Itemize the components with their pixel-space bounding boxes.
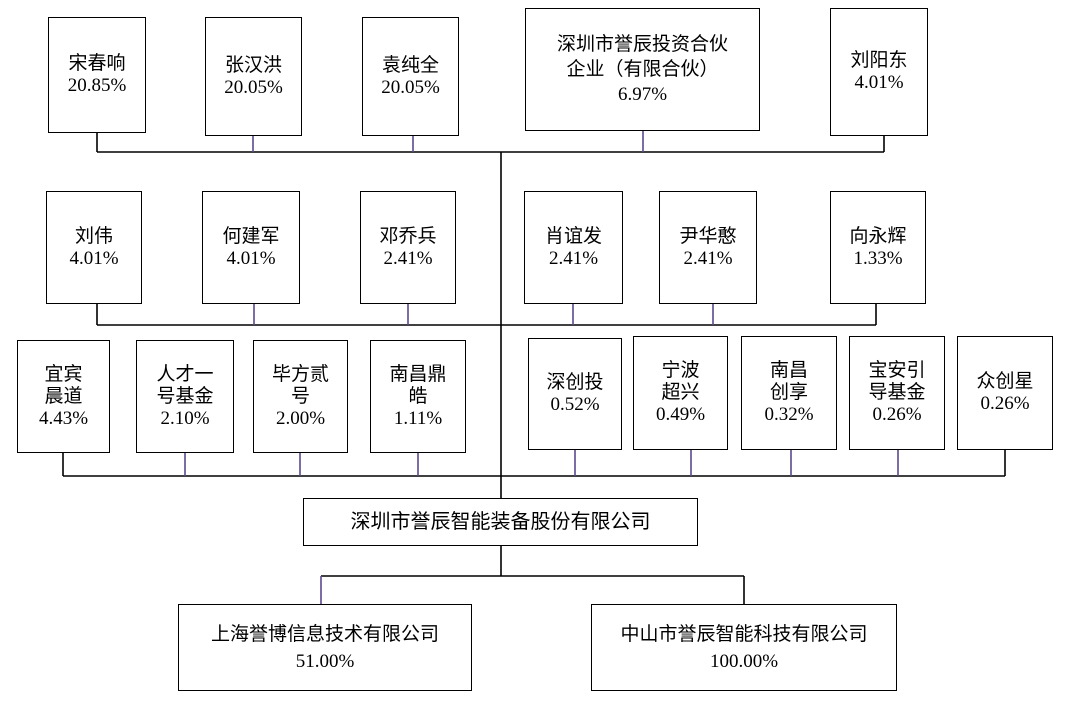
shareholder-name: 毕方贰 号 <box>271 363 329 407</box>
shareholder-pct: 4.01% <box>69 247 119 269</box>
shareholder-name: 肖谊发 <box>544 225 602 247</box>
shareholder-pct: 2.41% <box>548 247 599 269</box>
shareholder-box: 刘伟 4.01% <box>46 191 142 304</box>
subsidiary-name: 上海誉博信息技术有限公司 <box>210 623 439 645</box>
shareholder-box: 邓乔兵 2.41% <box>360 191 456 304</box>
shareholder-name: 深创投 <box>546 372 604 393</box>
shareholder-name: 宝安引 导基金 <box>868 360 926 403</box>
shareholder-box: 深圳市誉辰投资合伙 企业（有限合伙） 6.97% <box>525 8 760 131</box>
shareholder-pct: 4.01% <box>226 247 276 269</box>
shareholder-box: 肖谊发 2.41% <box>524 191 623 304</box>
shareholder-pct: 20.05% <box>381 76 440 98</box>
shareholder-box: 刘阳东 4.01% <box>830 8 928 136</box>
shareholder-name: 邓乔兵 <box>379 225 437 247</box>
shareholder-box: 毕方贰 号 2.00% <box>253 340 348 453</box>
shareholder-pct: 4.43% <box>38 407 89 429</box>
company-box: 深圳市誉辰智能装备股份有限公司 <box>303 498 698 546</box>
shareholder-pct: 0.26% <box>872 404 922 425</box>
shareholder-name: 宜宾 晨道 <box>44 363 83 407</box>
subsidiary-box: 中山市誉辰智能科技有限公司 100.00% <box>591 604 897 691</box>
company-name: 深圳市誉辰智能装备股份有限公司 <box>350 511 651 533</box>
shareholder-box: 南昌 创享 0.32% <box>741 336 837 450</box>
shareholder-box: 宋春响 20.85% <box>48 17 146 133</box>
shareholder-name: 南昌 创享 <box>769 360 808 403</box>
shareholder-pct: 0.52% <box>550 394 600 415</box>
shareholder-name: 尹华憨 <box>679 225 737 247</box>
shareholder-pct: 1.11% <box>393 407 443 429</box>
shareholder-name: 人才一 号基金 <box>156 363 214 407</box>
shareholder-pct: 0.26% <box>980 393 1030 414</box>
shareholder-pct: 2.00% <box>275 407 326 429</box>
shareholder-name: 宋春响 <box>68 53 126 74</box>
shareholder-box: 人才一 号基金 2.10% <box>136 340 234 453</box>
shareholder-name: 众创星 <box>976 371 1034 392</box>
shareholder-box: 袁纯全 20.05% <box>362 17 459 136</box>
subsidiary-name: 中山市誉辰智能科技有限公司 <box>620 623 868 645</box>
shareholder-pct: 20.05% <box>224 76 283 98</box>
shareholder-pct: 2.10% <box>160 407 210 429</box>
shareholder-box: 宜宾 晨道 4.43% <box>17 340 110 453</box>
shareholder-name: 深圳市誉辰投资合伙 企业（有限合伙） <box>556 34 728 80</box>
shareholder-name: 袁纯全 <box>381 54 439 76</box>
subsidiary-pct: 51.00% <box>295 650 355 672</box>
shareholder-pct: 20.85% <box>67 75 127 96</box>
subsidiary-box: 上海誉博信息技术有限公司 51.00% <box>178 604 472 691</box>
shareholder-box: 宁波 超兴 0.49% <box>633 336 728 450</box>
subsidiary-pct: 100.00% <box>709 650 779 672</box>
shareholder-box: 张汉洪 20.05% <box>205 17 302 136</box>
shareholder-name: 宁波 超兴 <box>661 360 700 403</box>
shareholder-pct: 0.32% <box>764 404 814 425</box>
shareholder-pct: 6.97% <box>617 84 668 105</box>
shareholder-box: 南昌鼎 皓 1.11% <box>370 340 466 453</box>
shareholder-pct: 1.33% <box>853 247 903 269</box>
shareholder-box: 众创星 0.26% <box>957 336 1053 450</box>
shareholder-name: 向永辉 <box>849 225 907 247</box>
shareholder-name: 张汉洪 <box>224 54 282 76</box>
shareholder-pct: 4.01% <box>854 72 904 93</box>
shareholder-pct: 0.49% <box>655 404 706 425</box>
shareholder-box: 向永辉 1.33% <box>830 191 926 304</box>
shareholder-name: 何建军 <box>222 225 280 247</box>
shareholder-name: 刘伟 <box>74 225 113 247</box>
shareholder-box: 尹华憨 2.41% <box>659 191 757 304</box>
shareholder-pct: 2.41% <box>683 247 733 269</box>
shareholder-box: 宝安引 导基金 0.26% <box>849 336 945 450</box>
shareholder-name: 刘阳东 <box>850 50 908 71</box>
shareholder-box: 深创投 0.52% <box>528 338 622 450</box>
shareholder-pct: 2.41% <box>383 247 433 269</box>
shareholder-box: 何建军 4.01% <box>202 191 300 304</box>
shareholder-name: 南昌鼎 皓 <box>389 363 447 407</box>
